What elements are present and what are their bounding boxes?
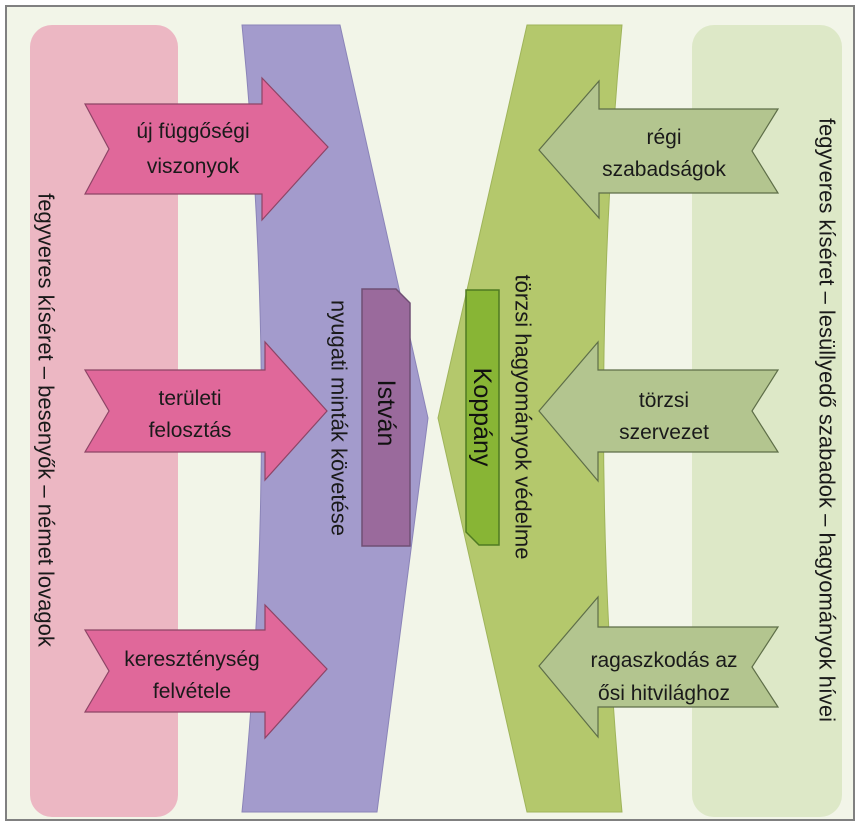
left-arrow-2-line2: felosztás <box>149 419 232 442</box>
left-arrow-1[interactable] <box>84 76 329 222</box>
green-chevron-text: törzsi hagyományok védelme <box>511 275 536 560</box>
istvan-name: István <box>372 380 400 447</box>
koppany-box <box>465 289 500 546</box>
right-arrow-1[interactable] <box>538 79 780 220</box>
left-arrow-3-line1: kereszténység <box>124 648 259 671</box>
left-arrow-1-line2: viszonyok <box>147 155 240 178</box>
istvan-box <box>361 288 411 547</box>
right-arrow-2-line1: törzsi <box>639 389 689 412</box>
right-arrow-2-line2: szervezet <box>619 421 709 444</box>
left-arrow-2-line1: területi <box>158 387 221 410</box>
right-arrow-2[interactable] <box>538 340 780 483</box>
koppany-name: Koppány <box>468 368 496 467</box>
left-arrow-3-line2: felvétele <box>153 680 231 703</box>
right-band-text: fegyveres kíséret – lesüllyedő szabadok … <box>815 118 840 722</box>
right-arrow-3-line1: ragaszkodás az <box>590 649 737 672</box>
right-arrow-3-line2: ősi hitvilághoz <box>598 682 730 705</box>
left-arrow-3[interactable] <box>83 603 328 740</box>
purple-chevron-text: nyugati minták követése <box>327 300 352 536</box>
left-band-text: fegyveres kíséret – besenyők – német lov… <box>34 193 59 648</box>
left-arrow-2[interactable] <box>83 340 328 482</box>
right-arrow-3[interactable] <box>538 595 780 739</box>
right-arrow-1-line1: régi <box>646 126 681 149</box>
right-band <box>692 25 842 817</box>
left-arrow-1-line1: új függőségi <box>136 120 249 143</box>
right-arrow-1-line2: szabadságok <box>602 158 726 181</box>
